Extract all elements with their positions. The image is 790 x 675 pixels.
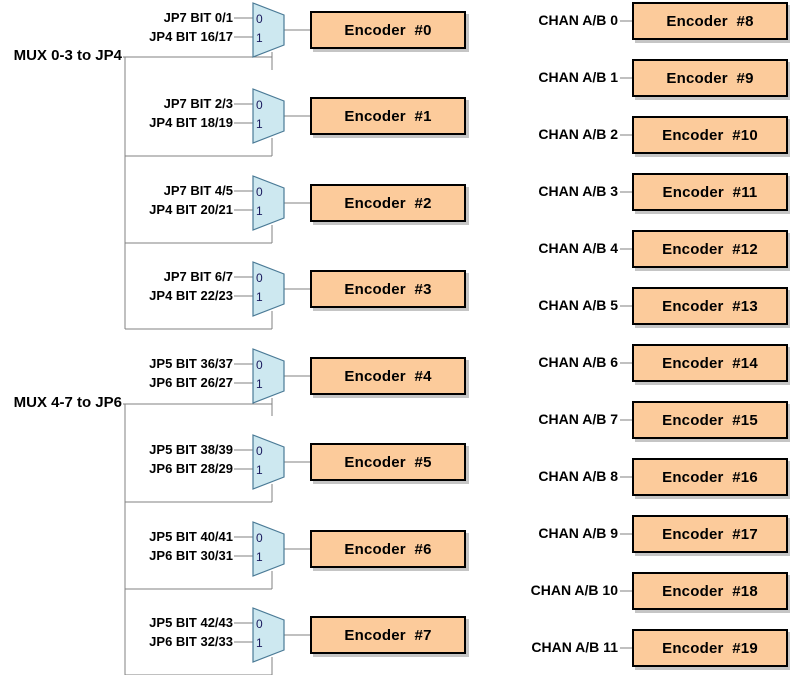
chan-label-5: CHAN A/B 5 — [538, 297, 618, 313]
encoder-block-13[interactable]: Encoder #13 — [632, 287, 788, 325]
mux-0-select-pin-0: 0 — [256, 12, 263, 26]
mux-4-input0-label: JP5 BIT 36/37 — [149, 356, 233, 371]
encoder-block-3[interactable]: Encoder #3 — [310, 270, 466, 308]
encoder-block-2[interactable]: Encoder #2 — [310, 184, 466, 222]
mux-6-select-pin-1: 1 — [256, 550, 263, 564]
chan-label-6: CHAN A/B 6 — [538, 354, 618, 370]
chan-label-1: CHAN A/B 1 — [538, 69, 618, 85]
encoder-block-10[interactable]: Encoder #10 — [632, 116, 788, 154]
chan-label-11: CHAN A/B 11 — [531, 639, 618, 655]
encoder-block-6[interactable]: Encoder #6 — [310, 530, 466, 568]
mux-6-select-pin-0: 0 — [256, 531, 263, 545]
mux-6-input0-label: JP5 BIT 40/41 — [149, 529, 233, 544]
mux-5-input1-label: JP6 BIT 28/29 — [149, 461, 233, 476]
mux-5-select-pin-0: 0 — [256, 444, 263, 458]
mux-4-select-pin-1: 1 — [256, 377, 263, 391]
mux-7-input0-label: JP5 BIT 42/43 — [149, 615, 233, 630]
mux-2-select-pin-1: 1 — [256, 204, 263, 218]
encoder-block-1[interactable]: Encoder #1 — [310, 97, 466, 135]
encoder-block-15[interactable]: Encoder #15 — [632, 401, 788, 439]
chan-label-10: CHAN A/B 10 — [530, 582, 618, 598]
mux-7-input1-label: JP6 BIT 32/33 — [149, 634, 233, 649]
mux-3-input1-label: JP4 BIT 22/23 — [149, 288, 233, 303]
mux-7-select-pin-1: 1 — [256, 636, 263, 650]
chan-label-0: CHAN A/B 0 — [538, 12, 618, 28]
encoder-block-17[interactable]: Encoder #17 — [632, 515, 788, 553]
mux-1-select-pin-1: 1 — [256, 117, 263, 131]
encoder-block-4[interactable]: Encoder #4 — [310, 357, 466, 395]
mux-3-select-pin-1: 1 — [256, 290, 263, 304]
encoder-block-12[interactable]: Encoder #12 — [632, 230, 788, 268]
encoder-block-19[interactable]: Encoder #19 — [632, 629, 788, 667]
mux-3-select-pin-0: 0 — [256, 271, 263, 285]
mux-0-input1-label: JP4 BIT 16/17 — [149, 29, 233, 44]
mux-1-input1-label: JP4 BIT 18/19 — [149, 115, 233, 130]
chan-label-9: CHAN A/B 9 — [538, 525, 618, 541]
encoder-block-5[interactable]: Encoder #5 — [310, 443, 466, 481]
mux-2-input0-label: JP7 BIT 4/5 — [163, 183, 233, 198]
mux-0-input0-label: JP7 BIT 0/1 — [163, 10, 233, 25]
encoder-block-9[interactable]: Encoder #9 — [632, 59, 788, 97]
mux-5-select-pin-1: 1 — [256, 463, 263, 477]
encoder-block-0[interactable]: Encoder #0 — [310, 11, 466, 49]
encoder-block-7[interactable]: Encoder #7 — [310, 616, 466, 654]
encoder-block-18[interactable]: Encoder #18 — [632, 572, 788, 610]
chan-label-3: CHAN A/B 3 — [538, 183, 618, 199]
mux-0-select-pin-1: 1 — [256, 31, 263, 45]
mux-2-input1-label: JP4 BIT 20/21 — [149, 202, 233, 217]
chan-label-4: CHAN A/B 4 — [538, 240, 618, 256]
chan-label-2: CHAN A/B 2 — [538, 126, 618, 142]
mux-1-select-pin-0: 0 — [256, 98, 263, 112]
mux-7-select-pin-0: 0 — [256, 617, 263, 631]
chan-label-7: CHAN A/B 7 — [538, 411, 618, 427]
mux-5-input0-label: JP5 BIT 38/39 — [149, 442, 233, 457]
encoder-block-11[interactable]: Encoder #11 — [632, 173, 788, 211]
mux-4-select-pin-0: 0 — [256, 358, 263, 372]
mux-1-input0-label: JP7 BIT 2/3 — [163, 96, 233, 111]
encoder-block-16[interactable]: Encoder #16 — [632, 458, 788, 496]
chan-label-8: CHAN A/B 8 — [538, 468, 618, 484]
mux-3-input0-label: JP7 BIT 6/7 — [163, 269, 233, 284]
bus-label-0: MUX 0-3 to JP4 — [13, 47, 122, 64]
mux-4-input1-label: JP6 BIT 26/27 — [149, 375, 233, 390]
bus-label-1: MUX 4-7 to JP6 — [13, 394, 122, 411]
encoder-block-14[interactable]: Encoder #14 — [632, 344, 788, 382]
mux-2-select-pin-0: 0 — [256, 185, 263, 199]
encoder-block-8[interactable]: Encoder #8 — [632, 2, 788, 40]
mux-6-input1-label: JP6 BIT 30/31 — [149, 548, 233, 563]
